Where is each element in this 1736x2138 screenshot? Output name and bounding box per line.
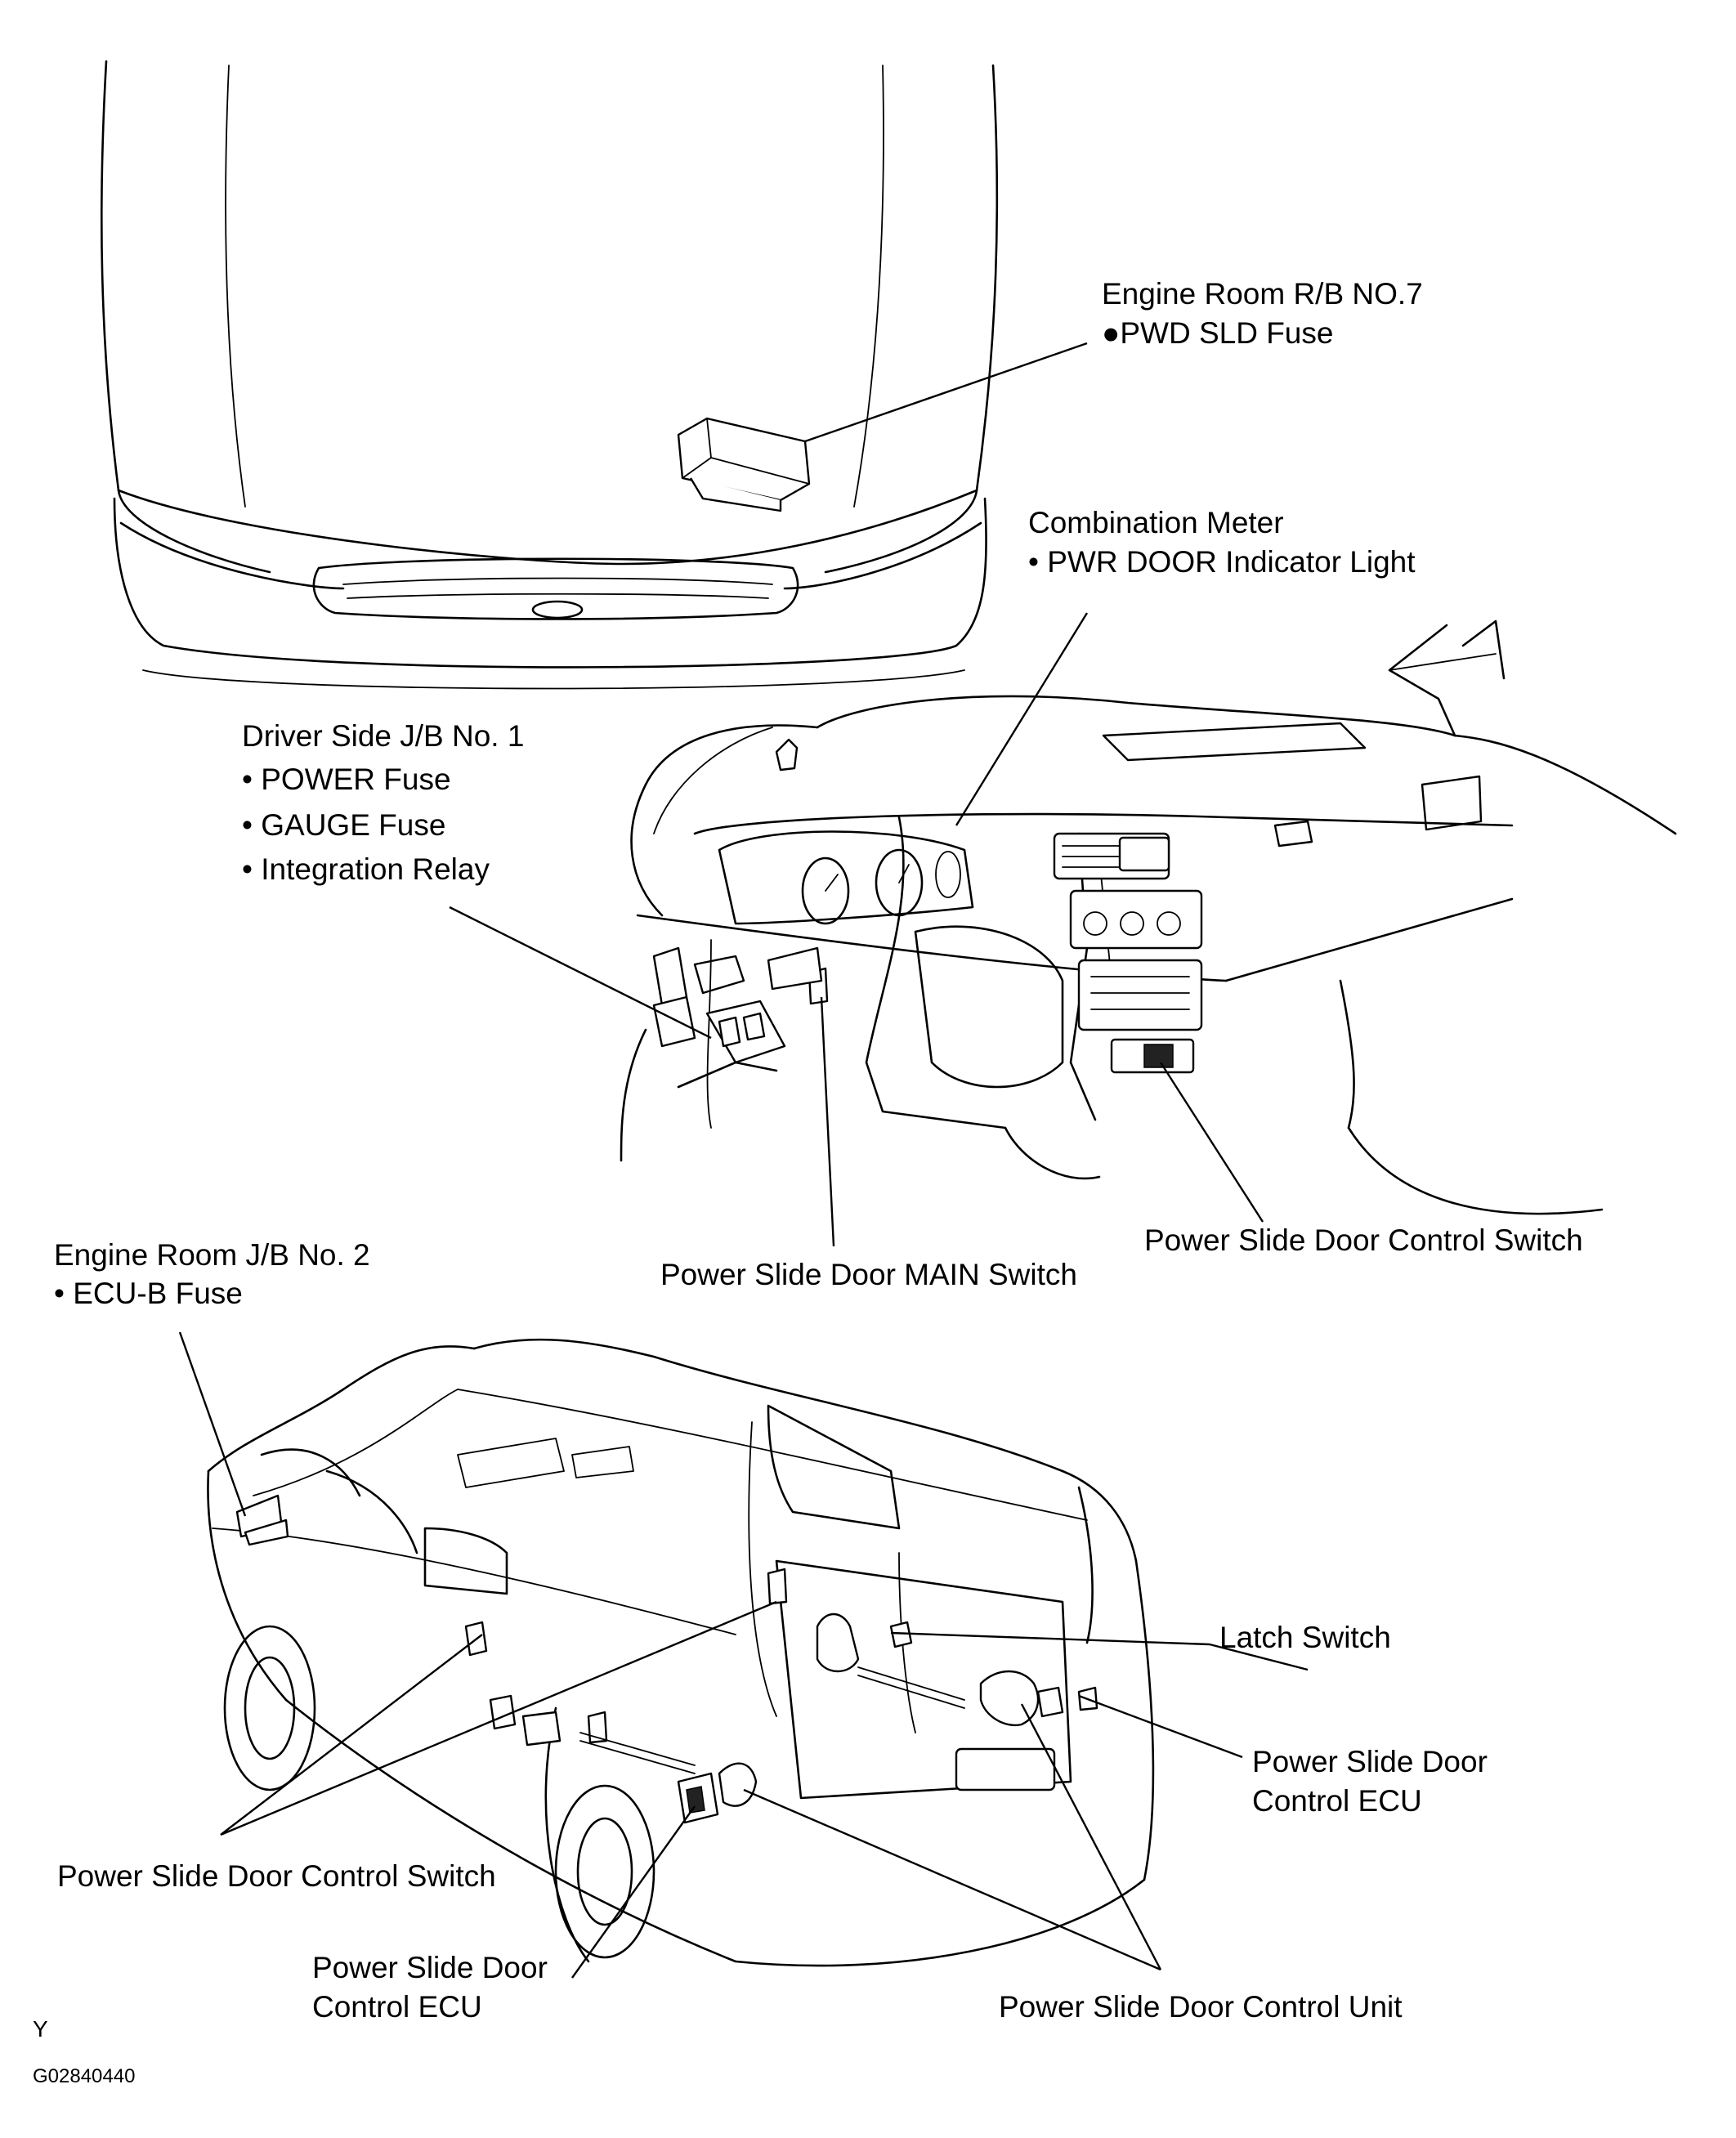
control-switch-dash-label: Power Slide Door Control Switch (1144, 1223, 1583, 1257)
power-fuse-label: • POWER Fuse (242, 763, 451, 796)
latch-switch-label: Latch Switch (1219, 1621, 1391, 1654)
integration-relay-label: • Integration Relay (242, 852, 490, 886)
ecub-fuse-label: • ECU-B Fuse (54, 1277, 243, 1310)
instrument-panel-drawing (620, 619, 1677, 1215)
leader-lines (178, 342, 1309, 1979)
ecu-bottom-label-line2: Control ECU (312, 1990, 482, 2024)
corner-letter: Y (33, 2016, 48, 2042)
van-drawing (207, 1338, 1155, 1967)
control-switch-van-label: Power Slide Door Control Switch (57, 1859, 496, 1893)
ecu-right-label-line1: Power Slide Door (1252, 1745, 1488, 1778)
engine-room-jb2-label: Engine Room J/B No. 2 (54, 1238, 370, 1272)
driver-jb1-label: Driver Side J/B No. 1 (242, 719, 524, 753)
pwd-sld-fuse-label: ●PWD SLD Fuse (1102, 316, 1333, 350)
combination-meter-label: Combination Meter (1028, 506, 1284, 539)
engine-room-rb7-box (677, 417, 811, 512)
callout-labels: Engine Room R/B NO.7 ●PWD SLD Fuse Combi… (33, 277, 1583, 2087)
figure-code: G02840440 (33, 2065, 135, 2087)
ecu-right-label-line2: Control ECU (1252, 1784, 1422, 1818)
engine-room-rb7-label: Engine Room R/B NO.7 (1102, 277, 1423, 311)
gauge-fuse-label: • GAUGE Fuse (242, 808, 445, 842)
pwr-door-indicator-label: • PWR DOOR Indicator Light (1028, 545, 1416, 579)
vehicle-front-drawing (100, 60, 999, 690)
ecu-bottom-label-line1: Power Slide Door (312, 1951, 548, 1984)
main-switch-label: Power Slide Door MAIN Switch (660, 1258, 1077, 1291)
control-unit-label: Power Slide Door Control Unit (999, 1990, 1403, 2024)
